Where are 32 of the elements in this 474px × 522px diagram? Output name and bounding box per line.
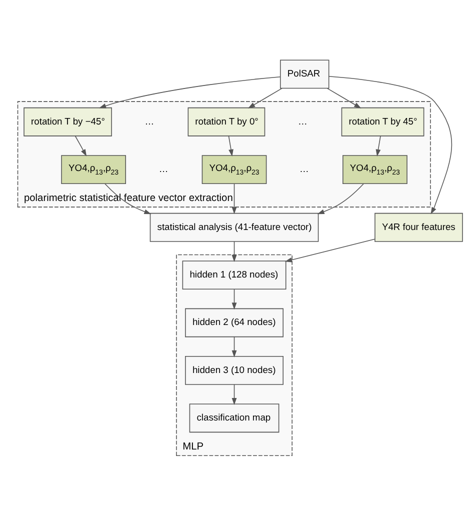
arrow bbox=[232, 336, 237, 358]
node-box: YO4,ρ$_{13}$,ρ$_{23}$ bbox=[61, 155, 126, 184]
arrow bbox=[376, 136, 381, 156]
arrow bbox=[284, 238, 376, 262]
arrow bbox=[317, 184, 364, 214]
node-box: statistical analysis (41-feature vector) bbox=[150, 212, 319, 242]
label: … bbox=[298, 116, 308, 126]
node-box: Y4R four features bbox=[374, 212, 463, 242]
arrow bbox=[228, 136, 234, 156]
node-box: rotation T by −45° bbox=[24, 107, 112, 136]
arrow bbox=[232, 288, 237, 310]
node-box: PolSAR bbox=[280, 60, 330, 89]
node-box: hidden 3 (10 nodes) bbox=[185, 356, 284, 385]
arrow bbox=[326, 88, 362, 108]
node-box: YO4,ρ$_{13}$,ρ$_{23}$ bbox=[202, 155, 267, 184]
arrow bbox=[232, 384, 237, 406]
node-box: hidden 1 (128 nodes) bbox=[182, 260, 286, 290]
node-box: rotation T by 45° bbox=[341, 107, 424, 136]
node-box: classification map bbox=[189, 404, 280, 433]
arrow bbox=[99, 76, 280, 108]
arrow bbox=[328, 76, 452, 214]
label: … bbox=[300, 164, 309, 174]
arrow bbox=[74, 136, 87, 156]
node-box: hidden 2 (64 nodes) bbox=[185, 308, 284, 338]
label: … bbox=[144, 116, 154, 126]
node-box: YO4,ρ$_{13}$,ρ$_{23}$ bbox=[342, 155, 408, 184]
arrow bbox=[232, 183, 237, 214]
arrow bbox=[248, 88, 282, 108]
arrow bbox=[104, 184, 152, 214]
label: … bbox=[158, 164, 168, 174]
node-box: rotation T by 0° bbox=[188, 107, 266, 136]
arrow bbox=[232, 241, 237, 262]
